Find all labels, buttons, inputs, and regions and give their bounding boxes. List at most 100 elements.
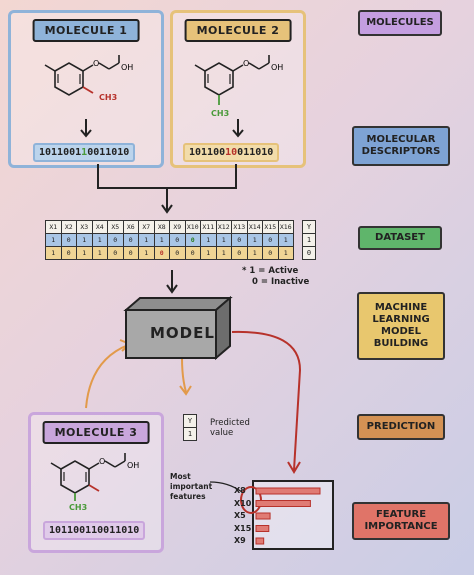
- dataset-cell: 1: [45, 233, 62, 247]
- molecule-3-substituent: CH3: [69, 503, 88, 512]
- dataset-header-cell: X12: [215, 220, 232, 234]
- dataset-cell: 1: [153, 233, 170, 247]
- dataset-cell: 1: [138, 233, 155, 247]
- stage-label-ml: MACHINE LEARNING MODEL BUILDING: [357, 292, 445, 360]
- feature-importance-label: X15: [234, 523, 252, 533]
- feature-importance-bars: [255, 487, 321, 545]
- dataset-cell: 1: [246, 233, 263, 247]
- dataset-cell: 1: [246, 246, 263, 260]
- molecule-1-card: MOLECULE 1 O OH CH3 101100110011010: [8, 10, 164, 168]
- dataset-header-row: X1 X2 X3 X4 X5 X6 X7 X8 X9 X10 X11 X12 X…: [45, 220, 294, 234]
- prediction-output: Y 1: [183, 414, 197, 441]
- feature-importance-bar: [255, 537, 265, 545]
- molecule-3-title: MOLECULE 3: [42, 421, 150, 444]
- molecule-2-down-arrow: [232, 119, 244, 138]
- molecule-3-card: MOLECULE 3 O OH CH3 101100110011010: [28, 412, 164, 553]
- dataset-header-cell: X10: [184, 220, 201, 234]
- dataset-table: X1 X2 X3 X4 X5 X6 X7 X8 X9 X10 X11 X12 X…: [45, 220, 294, 260]
- dataset-cell: 0: [184, 246, 201, 260]
- feature-importance-label: X9: [234, 536, 246, 545]
- y-header: Y: [302, 220, 316, 234]
- feature-importance-label: X10: [234, 498, 252, 508]
- feature-importance-pointer: [209, 481, 243, 493]
- svg-text:O: O: [99, 457, 105, 466]
- molecule-1-substituent: CH3: [99, 93, 118, 102]
- dataset-header-cell: X15: [262, 220, 279, 234]
- dataset-header-cell: X14: [246, 220, 263, 234]
- stage-label-dataset: DATASET: [358, 226, 442, 250]
- stage-label-prediction: PREDICTION: [357, 414, 445, 440]
- dataset-header-cell: X16: [277, 220, 294, 234]
- molecule-1-fingerprint: 101100110011010: [33, 143, 136, 162]
- dataset-y-column: Y 1 0: [302, 220, 316, 260]
- feature-importance-bar: [255, 487, 321, 495]
- model-box: [123, 296, 233, 361]
- prediction-y-header: Y: [183, 414, 197, 428]
- feature-importance-bar: [255, 512, 271, 520]
- molecule-1-down-arrow: [80, 119, 92, 138]
- dataset-header-cell: X2: [60, 220, 77, 234]
- molecule-3-structure: O OH: [50, 453, 139, 501]
- dataset-header-cell: X9: [169, 220, 186, 234]
- stage-label-molecules: MOLECULES: [358, 10, 442, 36]
- svg-text:O: O: [243, 59, 249, 68]
- dataset-cell: 0: [122, 246, 139, 260]
- feature-importance-label: X5: [234, 511, 246, 520]
- molecule-2-structure: O OH: [194, 55, 283, 105]
- feature-importance-bar: [255, 525, 270, 532]
- svg-text:OH: OH: [271, 63, 283, 72]
- predicted-value-note: Predicted value: [210, 418, 250, 438]
- dataset-header-cell: X4: [91, 220, 108, 234]
- dataset-cell: 1: [91, 233, 108, 247]
- dataset-header-cell: X11: [200, 220, 217, 234]
- feature-importance-label: X8: [234, 486, 246, 495]
- dataset-cell: 0: [122, 233, 139, 247]
- dataset-cell: 1: [76, 233, 93, 247]
- dataset-row-2: 1 0 1 1 0 0 1 0 0 0 1 1 0 1 0 1: [45, 246, 294, 260]
- prediction-y-value: 1: [183, 427, 197, 441]
- dataset-header-cell: X13: [231, 220, 248, 234]
- dataset-cell: 0: [231, 233, 248, 247]
- molecule-2-substituent: CH3: [211, 109, 230, 118]
- dataset-cell: 1: [138, 246, 155, 260]
- dataset-cell-highlight: 0: [184, 233, 201, 247]
- svg-text:OH: OH: [127, 461, 139, 470]
- molecule-2-card: MOLECULE 2 O OH CH3 10110010011010: [170, 10, 306, 168]
- dataset-cell: 0: [60, 233, 77, 247]
- feature-importance-note: Most important features: [170, 472, 213, 501]
- y-value: 0: [302, 246, 316, 260]
- dataset-cell-highlight: 0: [153, 246, 170, 260]
- stage-label-feature-importance: FEATURE IMPORTANCE: [352, 502, 450, 540]
- dataset-cell: 1: [277, 233, 294, 247]
- dataset-cell: 0: [169, 233, 186, 247]
- dataset-header-cell: X7: [138, 220, 155, 234]
- dataset-cell: 1: [200, 233, 217, 247]
- molecule-2-title: MOLECULE 2: [184, 19, 292, 42]
- molecule-1-title: MOLECULE 1: [32, 19, 140, 42]
- dataset-header-cell: X6: [122, 220, 139, 234]
- feature-importance-bar: [255, 500, 311, 507]
- dataset-cell: 0: [107, 246, 124, 260]
- legend-active: * 1 = Active: [242, 266, 299, 276]
- dataset-header-cell: X5: [107, 220, 124, 234]
- dataset-cell: 1: [91, 246, 108, 260]
- y-value: 1: [302, 233, 316, 247]
- molecule-1-structure: O OH: [44, 55, 133, 96]
- dataset-cell: 1: [45, 246, 62, 260]
- legend-inactive: 0 = Inactive: [252, 277, 310, 287]
- dataset-cell: 1: [215, 246, 232, 260]
- stage-label-descriptors: MOLECULAR DESCRIPTORS: [352, 126, 450, 166]
- molecule-3-fingerprint: 101100110011010: [43, 521, 146, 540]
- dataset-cell: 0: [107, 233, 124, 247]
- dataset-cell: 1: [200, 246, 217, 260]
- molecule-2-fingerprint: 10110010011010: [183, 143, 280, 162]
- dataset-cell: 1: [215, 233, 232, 247]
- dataset-cell: 1: [76, 246, 93, 260]
- dataset-cell: 0: [60, 246, 77, 260]
- dataset-cell: 0: [169, 246, 186, 260]
- dataset-cell: 1: [277, 246, 294, 260]
- dataset-cell: 0: [262, 246, 279, 260]
- dataset-header-cell: X8: [153, 220, 170, 234]
- svg-text:OH: OH: [121, 63, 133, 72]
